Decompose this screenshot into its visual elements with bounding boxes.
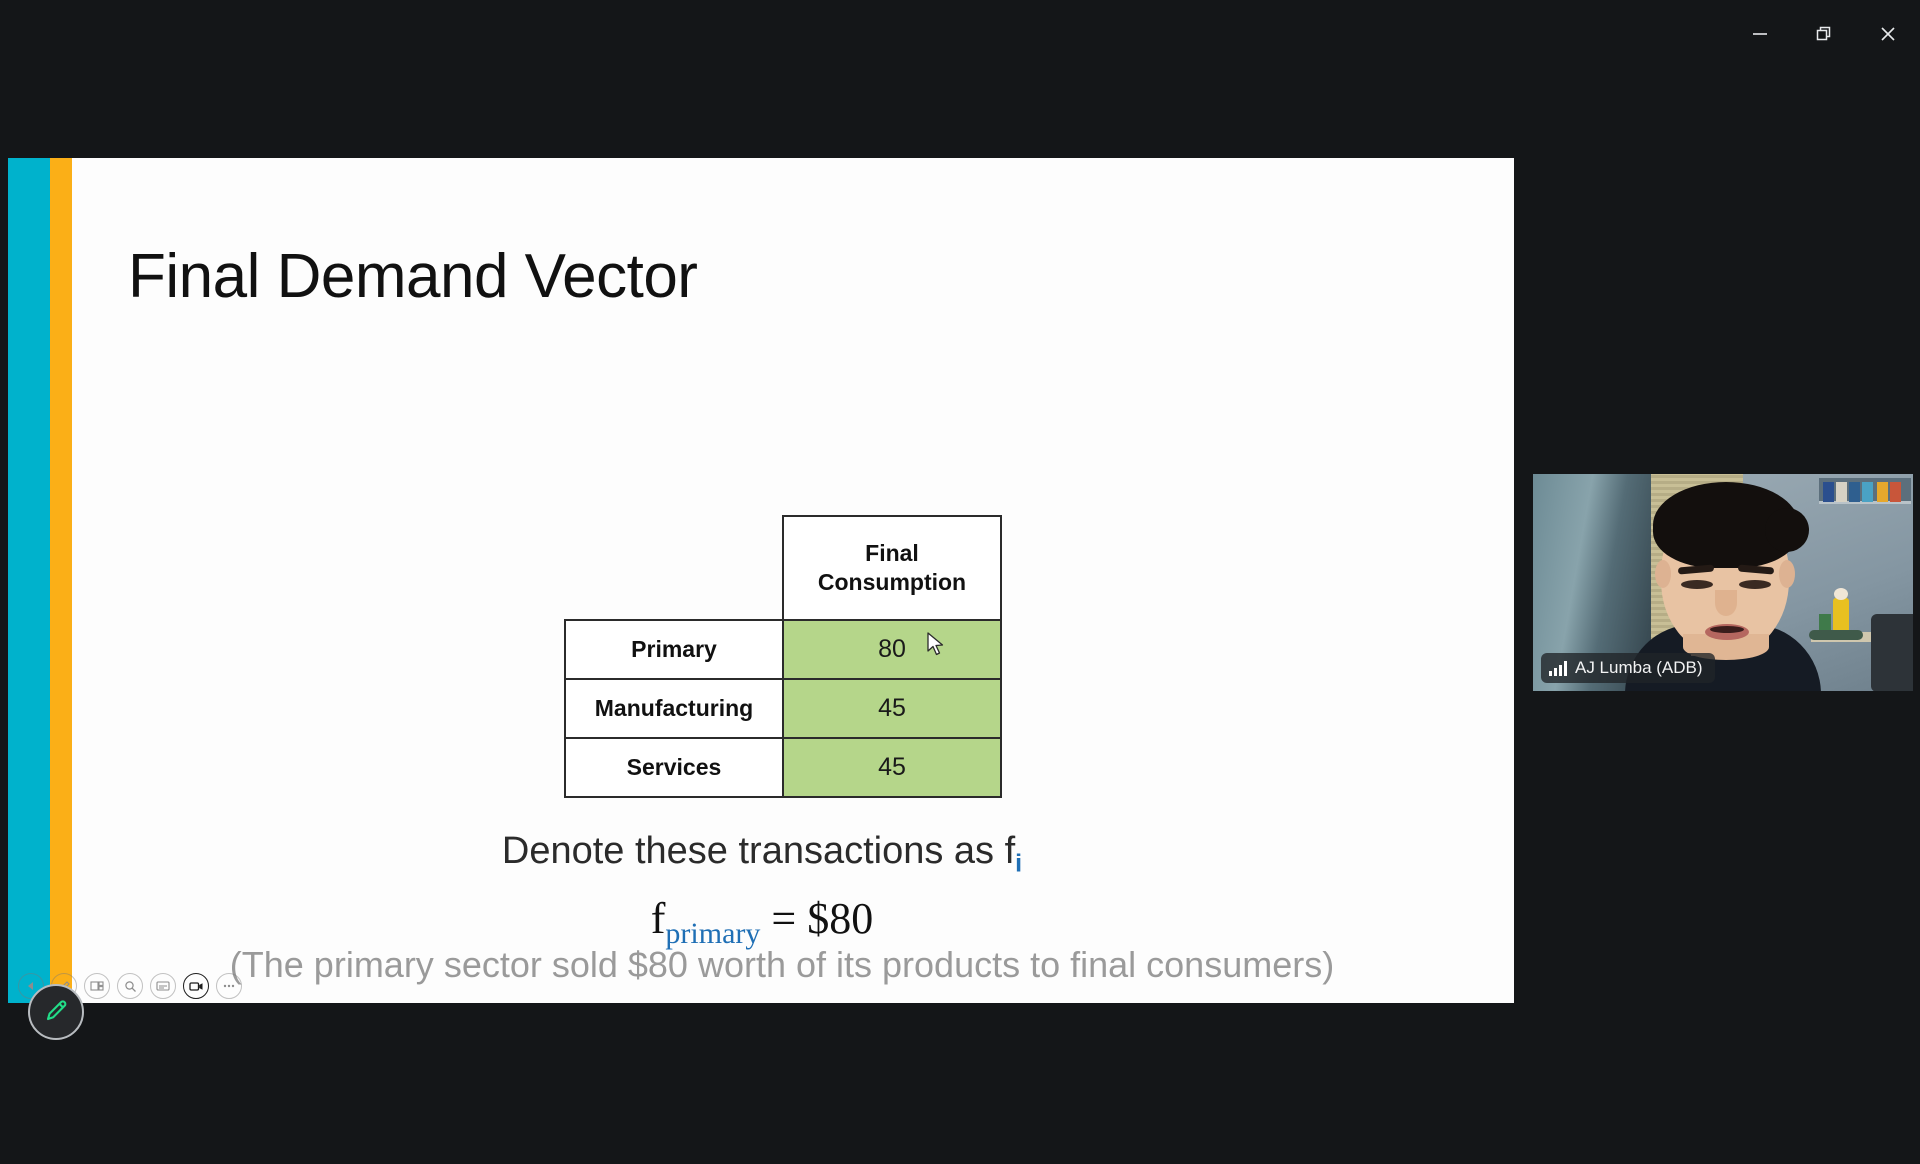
more-options-button[interactable] — [216, 973, 242, 999]
participant-hair — [1653, 482, 1799, 568]
participant-mouth — [1705, 624, 1749, 640]
participant-name-label: AJ Lumba (ADB) — [1575, 658, 1703, 677]
table-row: Manufacturing 45 — [564, 678, 1002, 739]
camera-button[interactable] — [183, 973, 209, 999]
slide-title: Final Demand Vector — [128, 242, 698, 311]
background-figurine — [1833, 588, 1849, 634]
header-line-2: Consumption — [817, 569, 967, 595]
close-icon — [1879, 25, 1897, 43]
restore-button[interactable] — [1792, 6, 1856, 62]
background-chair — [1871, 614, 1913, 691]
mouse-pointer-icon — [926, 632, 946, 663]
denote-subscript: i — [1015, 849, 1023, 878]
minimize-button[interactable] — [1728, 6, 1792, 62]
column-header-final-consumption: Final Consumption — [782, 515, 1002, 621]
background-pen-cup — [1819, 614, 1831, 632]
header-line-1: Final — [865, 539, 919, 566]
row-value-manufacturing: 45 — [782, 678, 1002, 739]
ellipsis-icon — [222, 983, 236, 989]
window-controls — [1728, 0, 1920, 68]
row-value-primary: 80 — [782, 619, 1002, 680]
accent-bar-orange — [50, 158, 72, 1003]
background-toy-crocodile — [1809, 630, 1863, 640]
equation-symbol: f — [650, 894, 666, 943]
row-label-manufacturing: Manufacturing — [564, 678, 784, 739]
participant-eye-right — [1739, 580, 1771, 589]
participant-nose — [1715, 590, 1737, 616]
denote-text-line: Denote these transactions as fi — [72, 830, 1452, 879]
slides-icon — [90, 980, 104, 993]
accent-bar-cyan — [8, 158, 50, 1003]
denote-text: Denote these transactions as f — [501, 830, 1016, 872]
row-label-services: Services — [564, 737, 784, 798]
magnifier-icon — [124, 980, 137, 993]
slide-toolbar — [8, 969, 242, 1003]
explanatory-note: (The primary sector sold $80 worth of it… — [229, 944, 1335, 985]
row-value-services: 45 — [782, 737, 1002, 798]
pen-tool-button[interactable] — [28, 984, 84, 1040]
presenter-notes-button[interactable] — [150, 973, 176, 999]
participant-ear-left — [1655, 560, 1671, 588]
background-shelf — [1819, 478, 1911, 504]
minimize-icon — [1751, 25, 1769, 43]
pen-icon — [41, 995, 71, 1030]
equation-rest: = $80 — [760, 894, 874, 943]
table-row: Primary 80 — [564, 619, 1002, 680]
participant-video-tile[interactable]: AJ Lumba (ADB) — [1533, 474, 1913, 691]
signal-bars-icon — [1549, 660, 1567, 676]
participant-name-badge: AJ Lumba (ADB) — [1541, 653, 1715, 683]
notes-icon — [156, 980, 170, 992]
zoom-button[interactable] — [117, 973, 143, 999]
participant-eye-left — [1681, 580, 1713, 589]
chevron-left-icon — [25, 980, 37, 992]
table-header-row: Final Consumption — [565, 515, 1002, 621]
slide-layout-button[interactable] — [84, 973, 110, 999]
close-button[interactable] — [1856, 6, 1920, 62]
presentation-slide[interactable]: Final Demand Vector Final Consumption Pr… — [8, 158, 1514, 1003]
table-corner-cell — [565, 516, 783, 620]
table-row: Services 45 — [564, 737, 1002, 798]
equation-line: fprimary = $80 — [72, 893, 1452, 951]
row-label-primary: Primary — [564, 619, 784, 680]
participant-ear-right — [1779, 560, 1795, 588]
restore-icon — [1815, 25, 1833, 43]
video-camera-icon — [188, 981, 204, 992]
equation-subscript: primary — [665, 916, 761, 950]
final-demand-table: Final Consumption Primary 80 Manufacturi… — [564, 515, 1002, 798]
